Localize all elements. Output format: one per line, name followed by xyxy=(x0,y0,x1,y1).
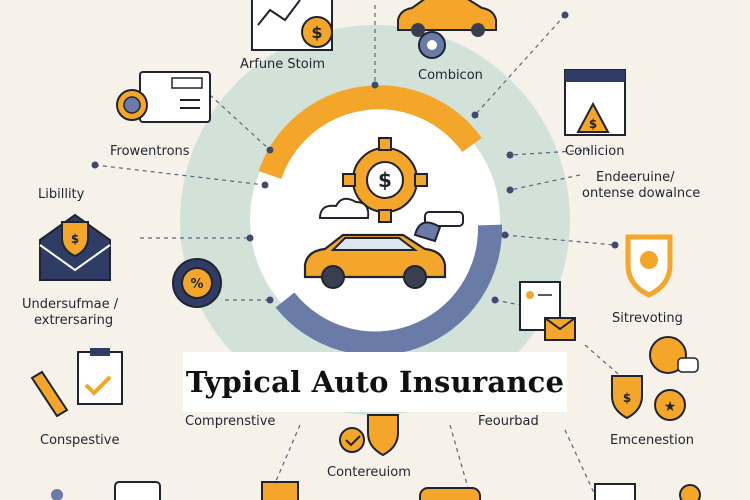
page-title: Typical Auto Insurance xyxy=(185,365,565,399)
title-banner: Typical Auto Insurance xyxy=(183,352,567,412)
label-top-right: Combicon xyxy=(418,68,483,83)
clock-card-icon xyxy=(116,71,211,123)
checkmark-clipboard-icon xyxy=(30,348,123,418)
label-bottom-center: Contereuiom xyxy=(327,465,411,480)
document-dollar-icon: $ xyxy=(564,69,626,136)
svg-text:$: $ xyxy=(378,168,392,192)
chart-dollar-icon: $ xyxy=(251,0,333,51)
connector-dots xyxy=(91,11,629,384)
car-gear-icon xyxy=(397,0,497,59)
svg-text:$: $ xyxy=(589,117,597,131)
document-mail-icon xyxy=(519,281,576,341)
label-bottom-center-left: Comprenstive xyxy=(185,414,276,429)
hand-icon xyxy=(413,211,464,243)
connector-lines xyxy=(94,5,626,496)
label-right-2b: ontense dowalnce xyxy=(582,186,701,201)
svg-text:$: $ xyxy=(623,391,631,405)
label-upper-left: Frowentrons xyxy=(110,144,190,159)
label-right-1: Conlicion xyxy=(565,144,625,159)
label-left-2a: Undersufmae / xyxy=(22,297,119,312)
shield-check-icon xyxy=(339,414,399,457)
shield-star-icon: $ ★ xyxy=(611,336,699,421)
label-right-2a: Endeeruine/ xyxy=(596,170,675,185)
label-left-1: Libillity xyxy=(38,187,85,202)
orange-arc xyxy=(258,85,482,180)
label-top-left: Arfune Stoim xyxy=(240,57,326,72)
bottom-partial-icons xyxy=(51,481,701,500)
svg-text:$: $ xyxy=(311,23,322,42)
label-bottom-right: Emcenestion xyxy=(610,433,694,448)
percent-badge-icon: % xyxy=(172,258,222,308)
shield-envelope-icon: $ xyxy=(39,213,111,281)
label-left-2b: extrersaring xyxy=(34,313,114,328)
svg-text:%: % xyxy=(190,277,203,292)
blue-arc xyxy=(275,224,503,356)
gear-dollar-icon: $ xyxy=(342,137,428,223)
shield-leaf-icon xyxy=(625,234,673,298)
label-bottom-left: Conspestive xyxy=(40,433,120,448)
svg-text:$: $ xyxy=(71,232,79,246)
label-right-3: Sitrevoting xyxy=(612,311,683,326)
label-bottom-center-right: Feourbad xyxy=(478,414,539,429)
cloud-icon xyxy=(318,197,370,219)
inner-disc xyxy=(250,95,500,345)
car-icon xyxy=(303,233,447,289)
svg-text:★: ★ xyxy=(664,399,677,415)
